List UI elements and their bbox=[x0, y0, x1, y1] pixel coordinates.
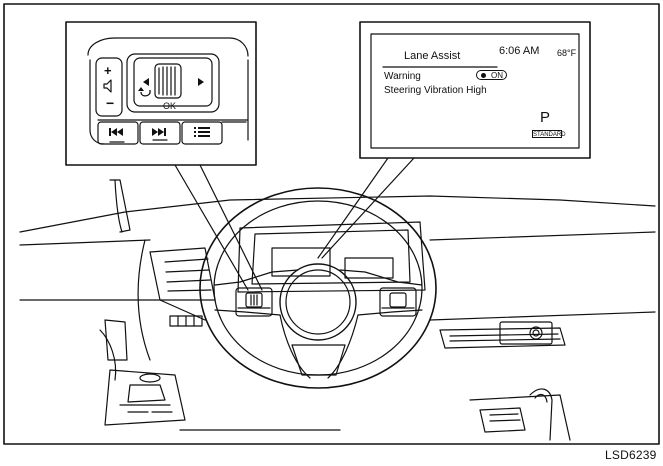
left-arrow-icon bbox=[143, 78, 149, 86]
instrument-cluster bbox=[237, 221, 426, 293]
skip-forward-button bbox=[139, 121, 181, 145]
toggle-dot bbox=[481, 73, 486, 78]
display-title: Lane Assist bbox=[404, 50, 461, 62]
back-icon bbox=[138, 87, 151, 97]
ok-label: OK bbox=[163, 101, 177, 111]
door-switch-panel bbox=[104, 369, 186, 426]
dash-top-line bbox=[19, 195, 656, 233]
display-callout-box bbox=[359, 21, 591, 159]
volume-down-label: − bbox=[106, 95, 115, 111]
figure-border bbox=[3, 3, 660, 445]
left-vent bbox=[149, 247, 216, 301]
menu-button bbox=[181, 121, 223, 145]
skip-forward-icon bbox=[152, 128, 166, 136]
steering-vibration-label: Steering Vibration bbox=[384, 85, 464, 96]
thumb-wheel-icon bbox=[154, 63, 182, 99]
display-time: 6:06 AM bbox=[499, 45, 540, 57]
skip-back-icon bbox=[109, 128, 123, 136]
steering-wheel-rim bbox=[199, 187, 437, 389]
warning-toggle: ON bbox=[476, 70, 507, 80]
volume-up-label: + bbox=[104, 63, 112, 78]
steering-hub bbox=[279, 263, 357, 341]
warning-label: Warning bbox=[384, 71, 421, 82]
volume-rocker bbox=[95, 57, 123, 117]
right-callout-leader bbox=[317, 157, 389, 259]
steering-vibration-row: Steering Vibration High bbox=[384, 86, 487, 96]
skip-back-button bbox=[97, 121, 139, 145]
display-temperature: 68°F bbox=[557, 48, 577, 58]
gear-indicator: P bbox=[540, 109, 551, 126]
drive-mode-badge: STANDARD bbox=[532, 130, 566, 138]
steering-vibration-value: High bbox=[466, 85, 487, 96]
left-callout-leader bbox=[174, 164, 249, 291]
volume-icon bbox=[103, 79, 112, 93]
gear-selector bbox=[529, 388, 553, 441]
right-wheel-switch bbox=[379, 287, 417, 317]
right-vent bbox=[439, 327, 566, 349]
left-wheel-switch bbox=[235, 287, 273, 317]
menu-icon bbox=[194, 127, 210, 137]
display-screen bbox=[370, 33, 580, 149]
right-arrow-icon bbox=[198, 78, 204, 86]
four-way-pad bbox=[126, 53, 220, 113]
figure-code: LSD6239 bbox=[605, 448, 657, 462]
warning-value: ON bbox=[491, 71, 503, 80]
